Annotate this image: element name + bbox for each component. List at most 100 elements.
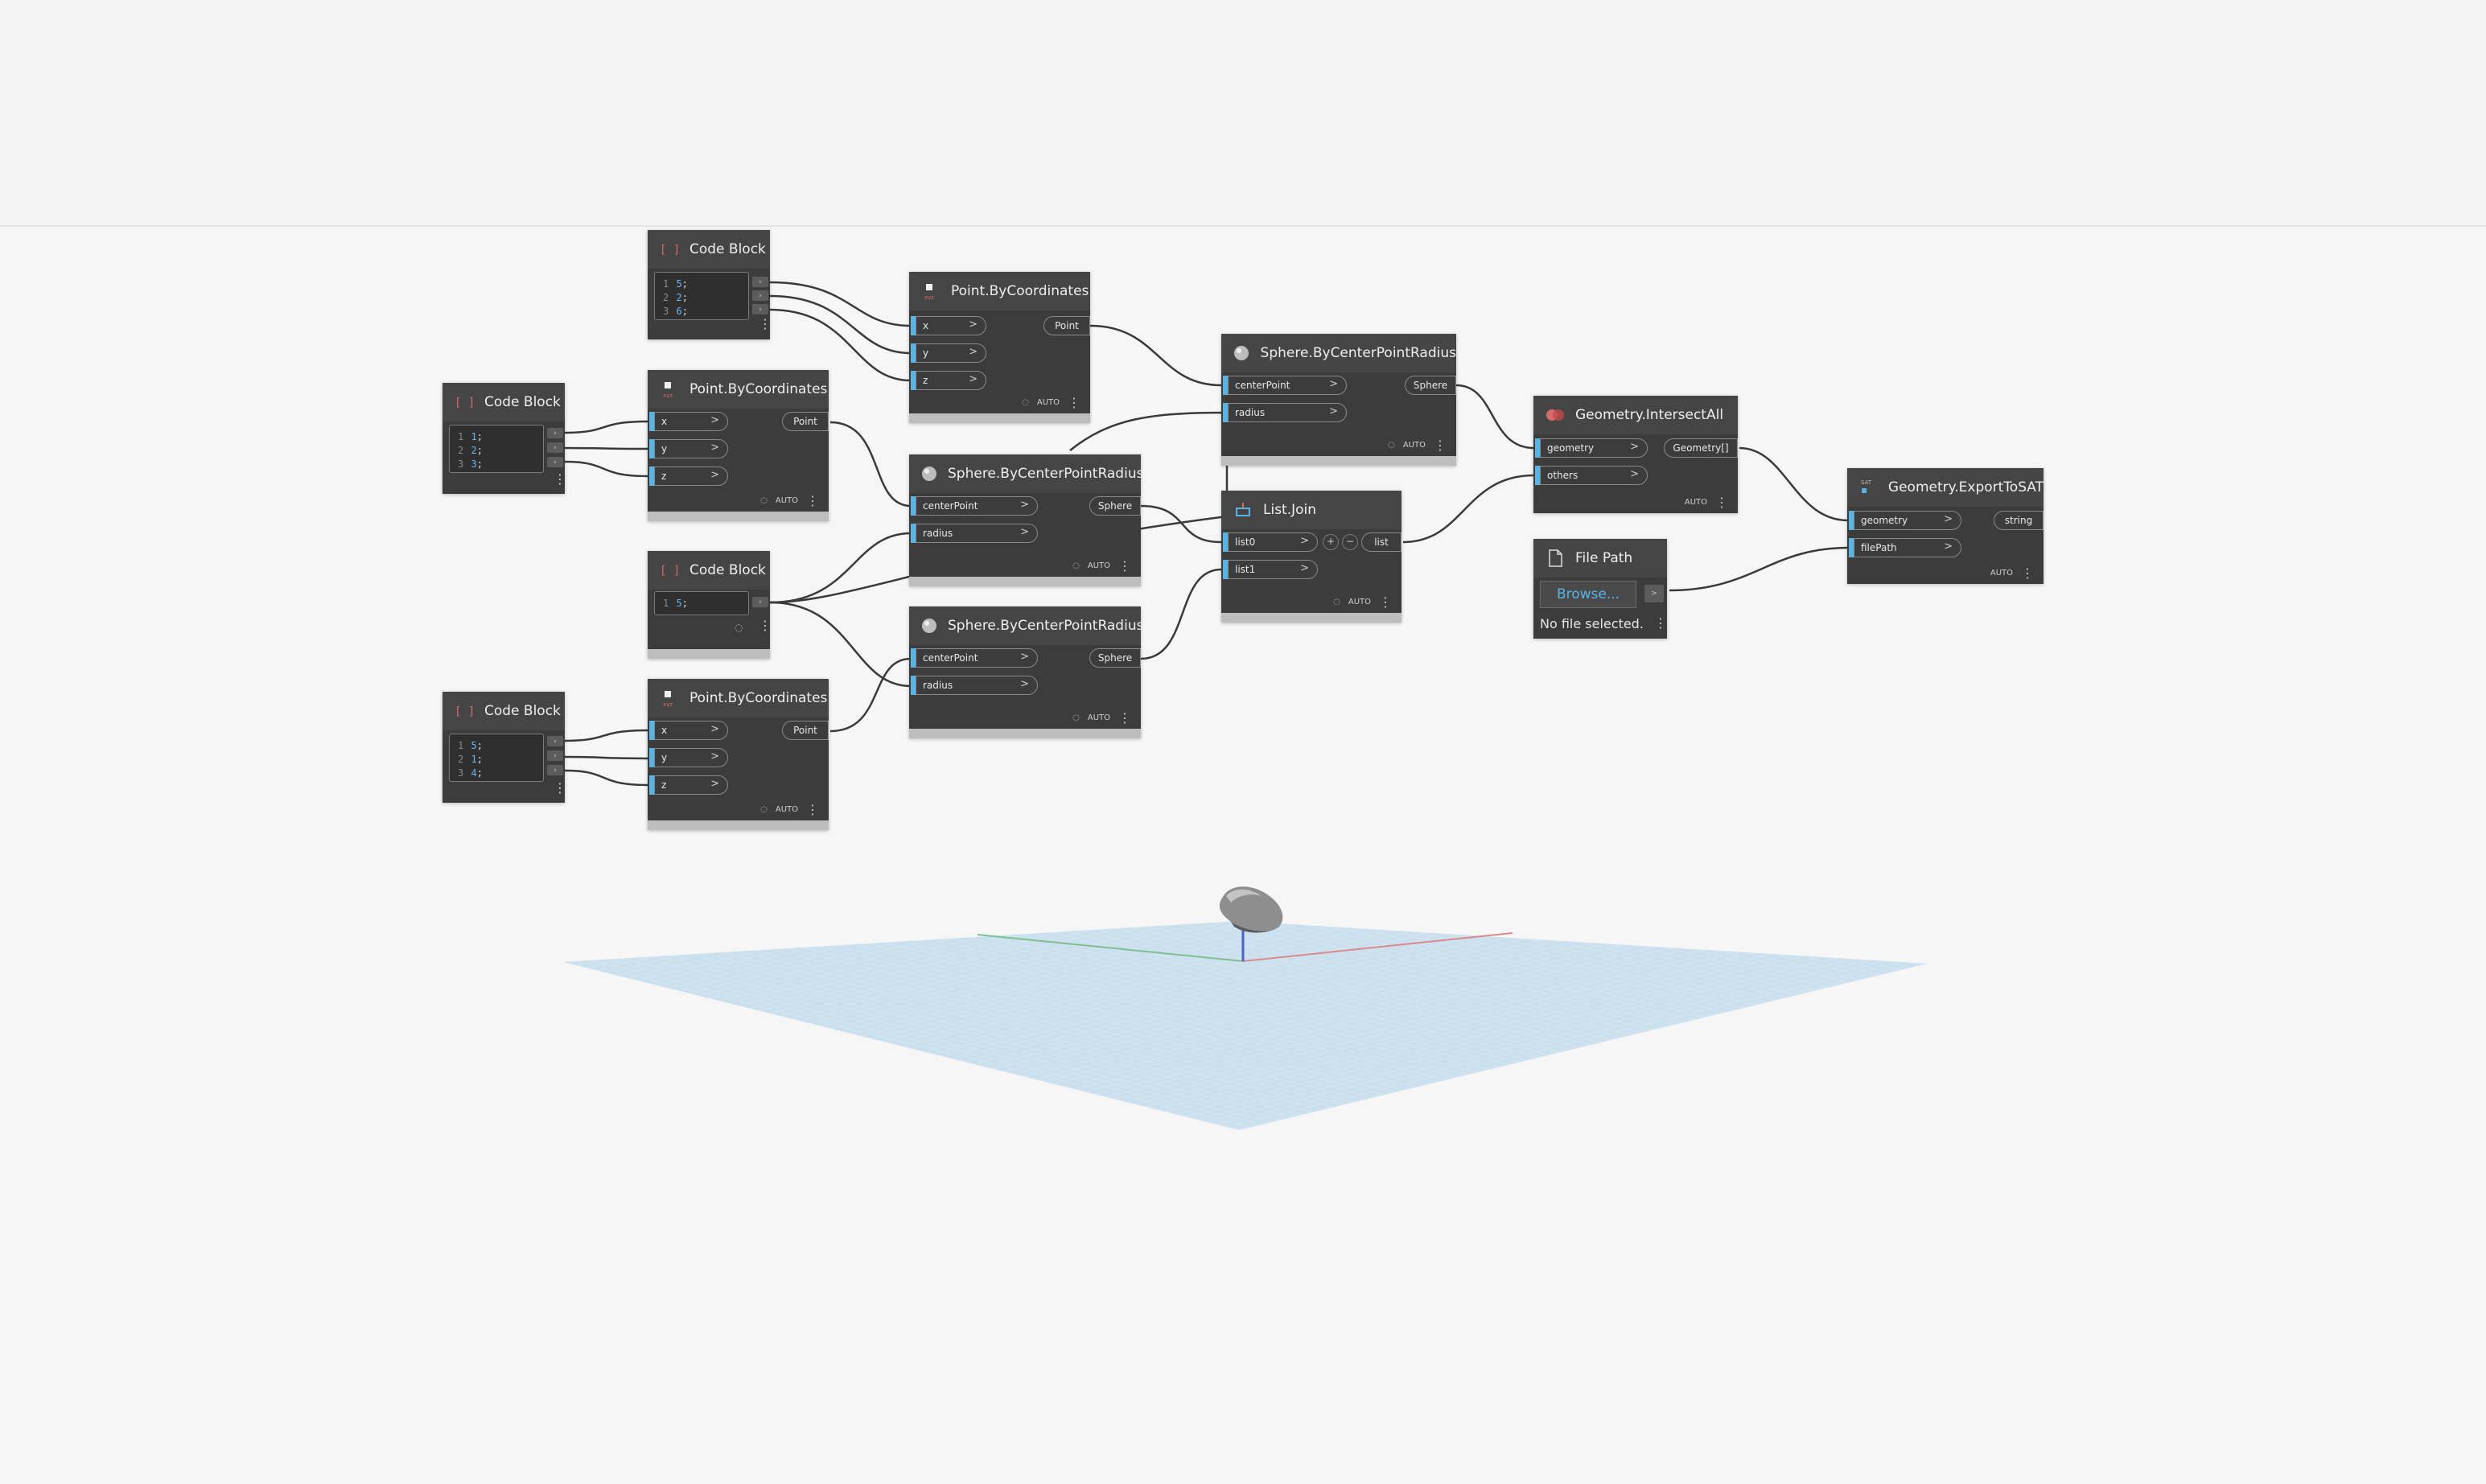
node-menu-icon[interactable]: ⋮ [1654,615,1667,631]
output-port-point[interactable]: Point [782,412,829,431]
node-menu-icon[interactable]: ⋮ [1715,494,1728,510]
input-port-x[interactable]: x> [649,721,728,740]
output-port-sphere[interactable]: Sphere [1089,648,1141,668]
node-menu-icon[interactable]: ⋮ [554,780,566,795]
input-port-z[interactable]: z> [649,775,728,795]
preview-hidden-icon[interactable]: ◌ [1022,398,1029,407]
input-port-y[interactable]: y> [911,343,986,363]
node-title: Geometry.IntersectAll [1575,407,1724,423]
svg-text:xyz: xyz [663,701,673,707]
input-port-filepath[interactable]: filePath> [1849,538,1961,557]
input-port-z[interactable]: z> [911,371,986,390]
input-port-geometry[interactable]: geometry> [1535,438,1648,458]
node-menu-icon[interactable]: ⋮ [1118,709,1131,726]
input-port-centerpoint[interactable]: centerPoint> [911,496,1038,516]
geometry-intersectall-node[interactable]: Geometry.IntersectAll geometry> others> … [1533,396,1738,513]
sphere-bycenterpointradius-node-2[interactable]: Sphere.ByCenterPointRadius centerPoint> … [909,454,1143,586]
input-port-others[interactable]: others> [1535,466,1648,485]
node-menu-icon[interactable]: ⋮ [1118,557,1131,573]
output-port[interactable]: › [547,750,563,761]
code-editor[interactable]: 1 1; 2 2; 3 3; [449,425,544,473]
output-port-sphere[interactable]: Sphere [1089,496,1141,516]
sphere-icon [1233,343,1251,364]
code-editor[interactable]: 1 5; 2 1; 3 4; [449,734,544,782]
output-port[interactable]: › [547,765,563,775]
code-block-node-4[interactable]: [ ]Code Block 1 5; 2 1; 3 4; › › › ⋮ [442,692,566,803]
node-menu-icon[interactable]: ⋮ [2021,565,2034,581]
output-port-list[interactable]: list [1361,532,1401,552]
node-menu-icon[interactable]: ⋮ [1379,594,1392,610]
svg-text:xyz: xyz [663,393,673,398]
sphere-bycenterpointradius-node-1[interactable]: Sphere.ByCenterPointRadius centerPoint> … [1221,334,1456,466]
node-menu-icon[interactable]: ⋮ [759,618,772,633]
preview-hidden-icon[interactable]: ◌ [1333,598,1340,606]
output-port-sphere[interactable]: Sphere [1405,376,1456,395]
node-title: Code Block [689,241,766,257]
top-band [0,0,2486,227]
node-title: File Path [1575,550,1633,566]
input-port-centerpoint[interactable]: centerPoint> [911,648,1038,668]
output-port[interactable]: > [1644,585,1664,602]
output-port[interactable]: › [752,277,768,287]
input-port-x[interactable]: x> [649,412,728,431]
input-port-geometry[interactable]: geometry> [1849,511,1961,530]
output-port-point[interactable]: Point [782,721,829,740]
code-block-node-2[interactable]: [ ]Code Block 1 1; 2 2; 3 3; › › › ⋮ [442,383,566,494]
preview-hidden-icon[interactable]: ◌ [735,622,743,633]
input-port-list1[interactable]: list1> [1223,560,1318,579]
node-title: Geometry.ExportToSAT [1887,479,2044,495]
output-port-point[interactable]: Point [1043,316,1090,335]
code-editor[interactable]: 1 5; [654,591,749,615]
output-port[interactable]: › [752,304,768,314]
input-port-centerpoint[interactable]: centerPoint> [1223,376,1347,395]
node-menu-icon[interactable]: ⋮ [1434,437,1447,453]
svg-text:[ ]: [ ] [455,705,474,718]
point-icon: xyz [659,688,680,709]
input-port-radius[interactable]: radius> [1223,403,1347,422]
remove-input-button[interactable]: − [1342,534,1358,550]
output-port[interactable]: › [547,442,563,453]
preview-hidden-icon[interactable]: ◌ [1072,713,1080,722]
input-port-x[interactable]: x> [911,316,986,335]
output-port[interactable]: › [752,290,768,301]
preview-hidden-icon[interactable]: ◌ [1388,441,1395,450]
input-port-y[interactable]: y> [649,439,728,458]
input-port-radius[interactable]: radius> [911,524,1038,543]
run-mode-label: AUTO [1087,713,1110,722]
list-join-node[interactable]: List.Join list0> list1> + − list ◌AUTO⋮ [1221,491,1401,623]
sphere-icon [920,463,938,484]
node-menu-icon[interactable]: ⋮ [1068,394,1080,410]
axis-x [1242,932,1513,962]
output-port-geometry-array[interactable]: Geometry[] [1664,438,1738,458]
code-block-node-3[interactable]: [ ]Code Block 1 5; › ◌ ⋮ [648,551,772,659]
node-menu-icon[interactable]: ⋮ [759,316,772,331]
node-menu-icon[interactable]: ⋮ [806,801,819,817]
output-port[interactable]: › [547,428,563,438]
add-input-button[interactable]: + [1323,534,1339,550]
preview-hidden-icon[interactable]: ◌ [760,496,768,505]
file-path-node[interactable]: File Path Browse... > No file selected. … [1533,539,1667,639]
input-port-y[interactable]: y> [649,748,728,767]
sphere-bycenterpointradius-node-3[interactable]: Sphere.ByCenterPointRadius centerPoint> … [909,606,1143,738]
node-menu-icon[interactable]: ⋮ [806,492,819,508]
code-editor[interactable]: 1 5; 2 2; 3 6; [654,272,749,320]
preview-hidden-icon[interactable]: ◌ [760,805,768,814]
input-port-radius[interactable]: radius> [911,676,1038,695]
output-port-string[interactable]: string [1994,511,2044,530]
input-port-z[interactable]: z> [649,467,728,486]
intersection-geometry [1219,886,1283,933]
output-port[interactable]: › [547,457,563,467]
output-port[interactable]: › [752,597,768,607]
preview-hidden-icon[interactable]: ◌ [1072,561,1080,570]
code-block-node-1[interactable]: [ ]Code Block 1 5; 2 2; 3 6; › › › ⋮ [648,230,772,339]
input-port-list0[interactable]: list0> [1223,532,1318,552]
node-title: Sphere.ByCenterPointRadius [1260,345,1456,361]
browse-button[interactable]: Browse... [1540,581,1636,608]
node-menu-icon[interactable]: ⋮ [554,471,566,487]
output-port[interactable]: › [547,736,563,746]
